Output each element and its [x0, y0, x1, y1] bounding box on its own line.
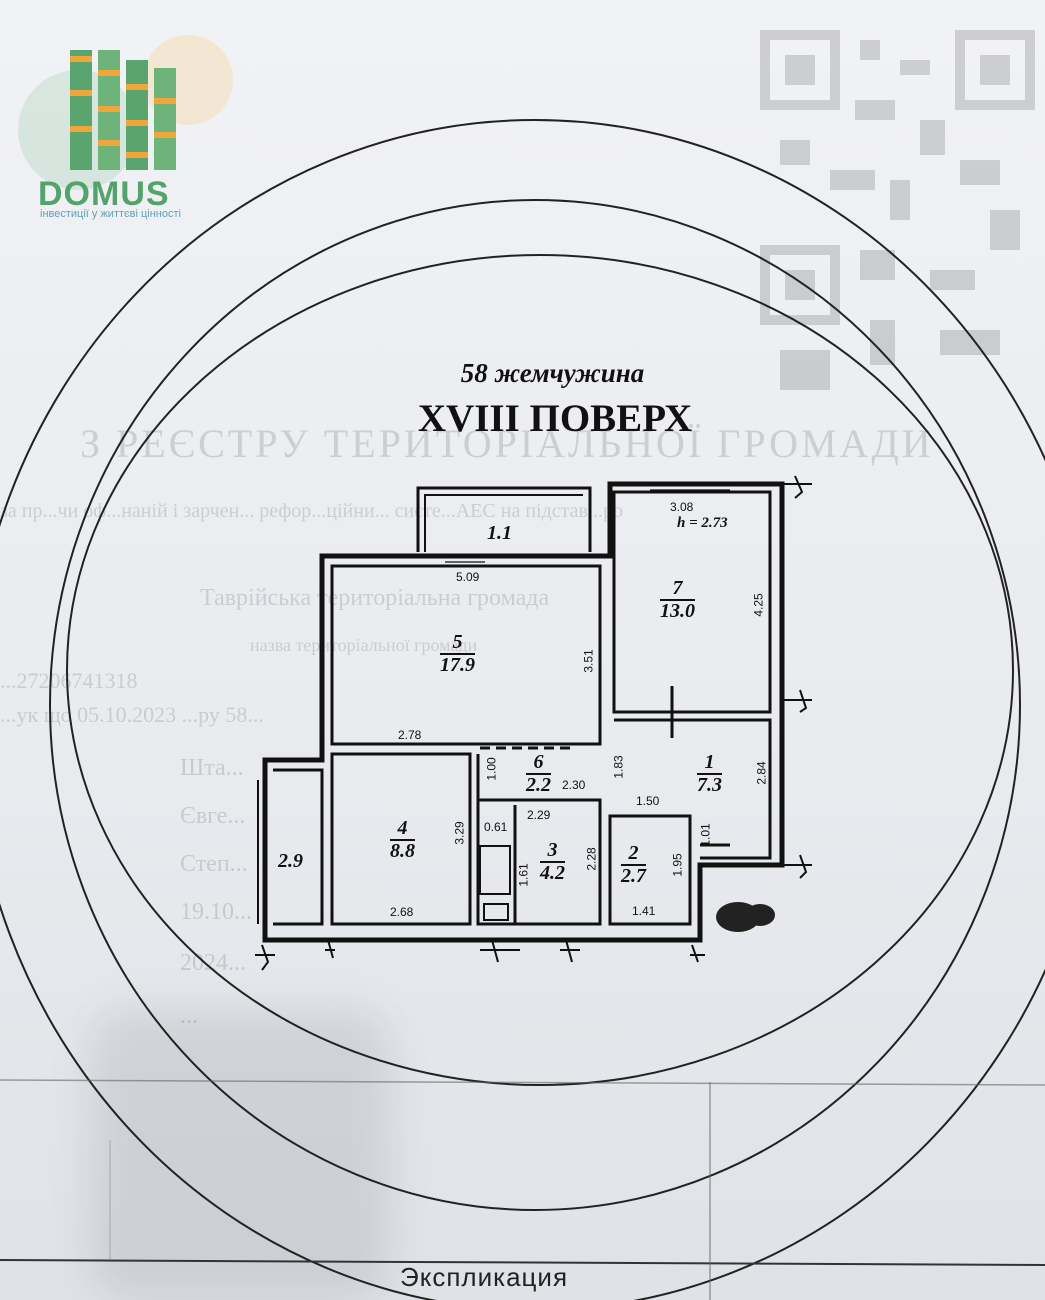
dim-label: 2.29: [527, 808, 551, 822]
dim-label: 3.51: [581, 649, 596, 673]
dim-label: 4.25: [751, 593, 766, 617]
dim-label: 2.78: [398, 728, 422, 742]
dim-label: 3.08: [670, 500, 694, 514]
hand-shadow: [90, 1010, 390, 1300]
faint-table-cell: Шта...: [180, 755, 244, 781]
room-number: 7: [660, 578, 695, 601]
form-table-lines: [0, 1079, 1045, 1300]
room-area: 8.8: [390, 840, 415, 862]
faint-table-cell: 2024...: [180, 950, 246, 976]
room-area: 7.3: [697, 774, 722, 796]
outer-circle: [0, 119, 1045, 1300]
faint-registry-heading: З РЕЄСТРУ ТЕРИТОРІАЛЬНОЇ ГРОМАДИ: [80, 421, 934, 466]
faint-table-cell: ...: [180, 1003, 198, 1029]
dim-label: 5.09: [456, 570, 480, 584]
room-7: 7 13.0: [660, 578, 695, 622]
room-area: 2.2: [526, 774, 551, 796]
balcony-area-label: 1.1: [487, 522, 512, 544]
room-area: 17.9: [440, 654, 475, 676]
dim-label: 2.30: [562, 778, 586, 792]
room-area: 2.7: [621, 865, 646, 887]
logo-wordmark: DOMUS: [38, 175, 170, 213]
dim-label: 1.50: [636, 794, 660, 808]
faint-line: ...ук що 05.10.2023 ...ру 58...: [0, 702, 264, 727]
room-6: 6 2.2: [526, 752, 551, 796]
room-3: 3 4.2: [540, 840, 565, 884]
address-title: 58 жемчужина: [460, 358, 645, 388]
room-1: 1 7.3: [697, 752, 722, 796]
dim-label: 1.00: [484, 757, 499, 781]
dim-label: 2.84: [754, 761, 769, 785]
ceiling-height: h = 2.73: [677, 515, 728, 531]
room-area: 13.0: [660, 600, 695, 622]
explication-caption: Экспликация: [400, 1262, 569, 1292]
qr-code-stamp: [760, 30, 1035, 390]
room-area: 4.2: [540, 862, 565, 884]
dim-label: 1.61: [516, 863, 531, 887]
middle-circle: [49, 199, 1021, 1211]
dim-label: 0.61: [484, 820, 508, 834]
dim-label: 1.41: [632, 904, 656, 918]
dim-label: 2.68: [390, 905, 414, 919]
inner-circle: [66, 254, 1014, 1086]
dim-label: 1.83: [611, 755, 626, 779]
floor-title: XVIII ПОВЕРХ: [417, 397, 693, 440]
faint-line: за пр...чи оф...наній і зарчен... рефор.…: [0, 500, 623, 522]
room-number: 5: [440, 632, 475, 655]
room-number: 6: [526, 752, 551, 775]
dim-label: 1.95: [670, 853, 685, 877]
logo-tagline: інвестиції у життєві цінності: [40, 208, 181, 220]
balcony-outline: [416, 486, 592, 552]
room-number: 1: [697, 752, 722, 775]
room-4: 4 8.8: [390, 818, 415, 862]
dim-label: 3.29: [452, 821, 467, 845]
room-5: 5 17.9: [440, 632, 475, 676]
loggia-area-label: 2.9: [278, 850, 303, 872]
dim-label: 2.28: [584, 847, 599, 871]
faint-line: ...27206741318: [0, 668, 138, 693]
faint-table-cell: Євге...: [180, 803, 246, 829]
room-number: 2: [621, 843, 646, 866]
room-number: 3: [540, 840, 565, 863]
faint-table-cell: Степ...: [180, 851, 248, 877]
faint-caption: назва територіальної громади: [250, 635, 478, 655]
faint-table-cell: 19.10...: [180, 899, 252, 925]
room-2: 2 2.7: [621, 843, 646, 887]
dim-label: 1.01: [698, 823, 713, 847]
domus-logo: [18, 35, 233, 190]
room-number: 4: [390, 818, 415, 841]
faint-community-name: Таврійська територіальна громада: [200, 585, 550, 611]
outer-walls: [262, 481, 785, 943]
